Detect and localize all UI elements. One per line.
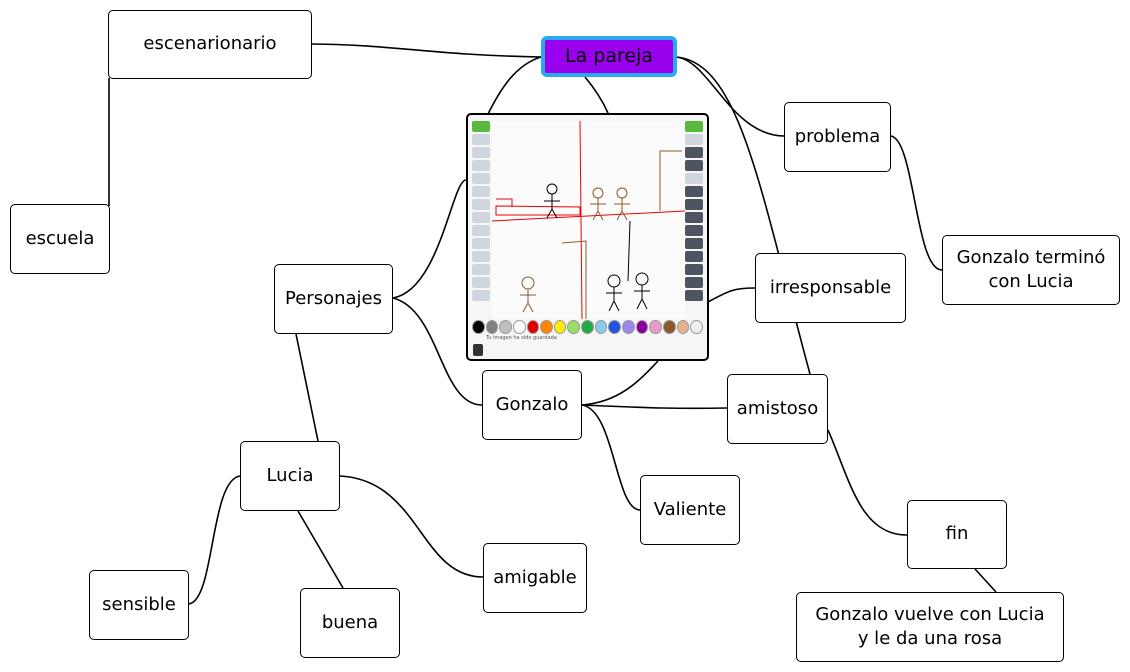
color-swatch: [649, 320, 662, 334]
node-amigable[interactable]: amigable: [483, 543, 587, 613]
color-palette: [472, 320, 703, 334]
node-valiente[interactable]: Valiente: [640, 475, 740, 545]
link-gonzalo-image: [581, 360, 659, 406]
root-node-la-pareja[interactable]: La pareja: [541, 36, 677, 77]
node-gonzalo-termino[interactable]: Gonzalo terminó con Lucia: [942, 235, 1120, 305]
tool-palette-left: [472, 121, 490, 321]
node-sensible[interactable]: sensible: [89, 570, 189, 640]
color-swatch: [540, 320, 553, 334]
link-personajes-gonzalo: [392, 297, 483, 406]
stick-figure-drawing: [491, 120, 686, 320]
node-amistoso[interactable]: amistoso: [727, 374, 828, 444]
color-swatch: [526, 320, 540, 334]
tool-palette-right: [685, 121, 703, 321]
link-gonzalo-amistoso: [581, 404, 728, 410]
drawing-canvas: [491, 120, 686, 320]
color-swatch: [635, 320, 649, 334]
node-irresponsable[interactable]: irresponsable: [755, 253, 906, 323]
link-personajes-lucia: [295, 333, 319, 442]
node-lucia[interactable]: Lucia: [240, 441, 340, 511]
node-irresponsable-label: irresponsable: [769, 276, 892, 298]
color-swatch: [594, 320, 608, 334]
link-fin-vuelve: [974, 568, 997, 593]
color-swatch: [662, 320, 676, 334]
image-caption: Tu imagen ha sido guardada: [486, 335, 557, 341]
link-gonzalo-valiente: [581, 404, 641, 511]
node-amigable-label: amigable: [493, 566, 577, 588]
link-root-image-right: [584, 76, 609, 114]
color-swatch: [567, 320, 581, 334]
image-node-drawing[interactable]: Tu imagen ha sido guardada: [466, 113, 709, 361]
node-lucia-label: Lucia: [266, 464, 314, 486]
link-problema-termino: [890, 135, 943, 271]
color-swatch: [553, 320, 567, 334]
color-swatch: [608, 320, 622, 334]
color-swatch: [472, 320, 485, 334]
link-root-image: [487, 56, 542, 115]
node-personajes[interactable]: Personajes: [274, 264, 393, 334]
color-swatch: [690, 320, 703, 334]
color-swatch: [512, 320, 526, 334]
node-buena[interactable]: buena: [300, 588, 400, 658]
color-swatch: [622, 320, 635, 334]
node-gonzalo[interactable]: Gonzalo: [482, 370, 582, 440]
link-lucia-sensible: [188, 475, 241, 605]
node-escenario[interactable]: escenarionario: [108, 10, 312, 79]
link-root-escenario: [311, 43, 542, 58]
root-label: La pareja: [565, 44, 653, 67]
node-buena-label: buena: [321, 611, 379, 633]
node-gonzalo-termino-label: Gonzalo terminó con Lucia: [956, 246, 1106, 292]
node-escuela[interactable]: escuela: [10, 204, 110, 274]
node-fin[interactable]: fin: [907, 500, 1007, 569]
link-lucia-amigable: [339, 475, 484, 578]
link-amistoso-fin: [827, 429, 908, 536]
tux-icon: [473, 344, 483, 356]
node-personajes-label: Personajes: [285, 287, 382, 309]
node-amistoso-label: amistoso: [736, 397, 819, 419]
node-escuela-label: escuela: [25, 227, 95, 249]
color-swatch: [499, 320, 512, 334]
node-sensible-label: sensible: [102, 593, 176, 615]
node-fin-label: fin: [945, 523, 969, 545]
node-gonzalo-label: Gonzalo: [495, 393, 569, 415]
link-image-personajes: [392, 179, 467, 299]
node-valiente-label: Valiente: [653, 498, 727, 520]
color-swatch: [581, 320, 594, 334]
color-swatch: [676, 320, 690, 334]
node-problema-label: problema: [794, 125, 881, 147]
node-gonzalo-vuelve[interactable]: Gonzalo vuelve con Lucia y le da una ros…: [796, 592, 1064, 662]
link-lucia-buena: [297, 510, 344, 589]
link-image-irresponsable: [707, 287, 756, 303]
node-gonzalo-vuelve-label: Gonzalo vuelve con Lucia y le da una ros…: [815, 603, 1045, 649]
node-escenario-label: escenarionario: [143, 33, 277, 55]
color-swatch: [485, 320, 499, 334]
node-problema[interactable]: problema: [784, 102, 891, 172]
link-root-problema: [675, 56, 785, 137]
